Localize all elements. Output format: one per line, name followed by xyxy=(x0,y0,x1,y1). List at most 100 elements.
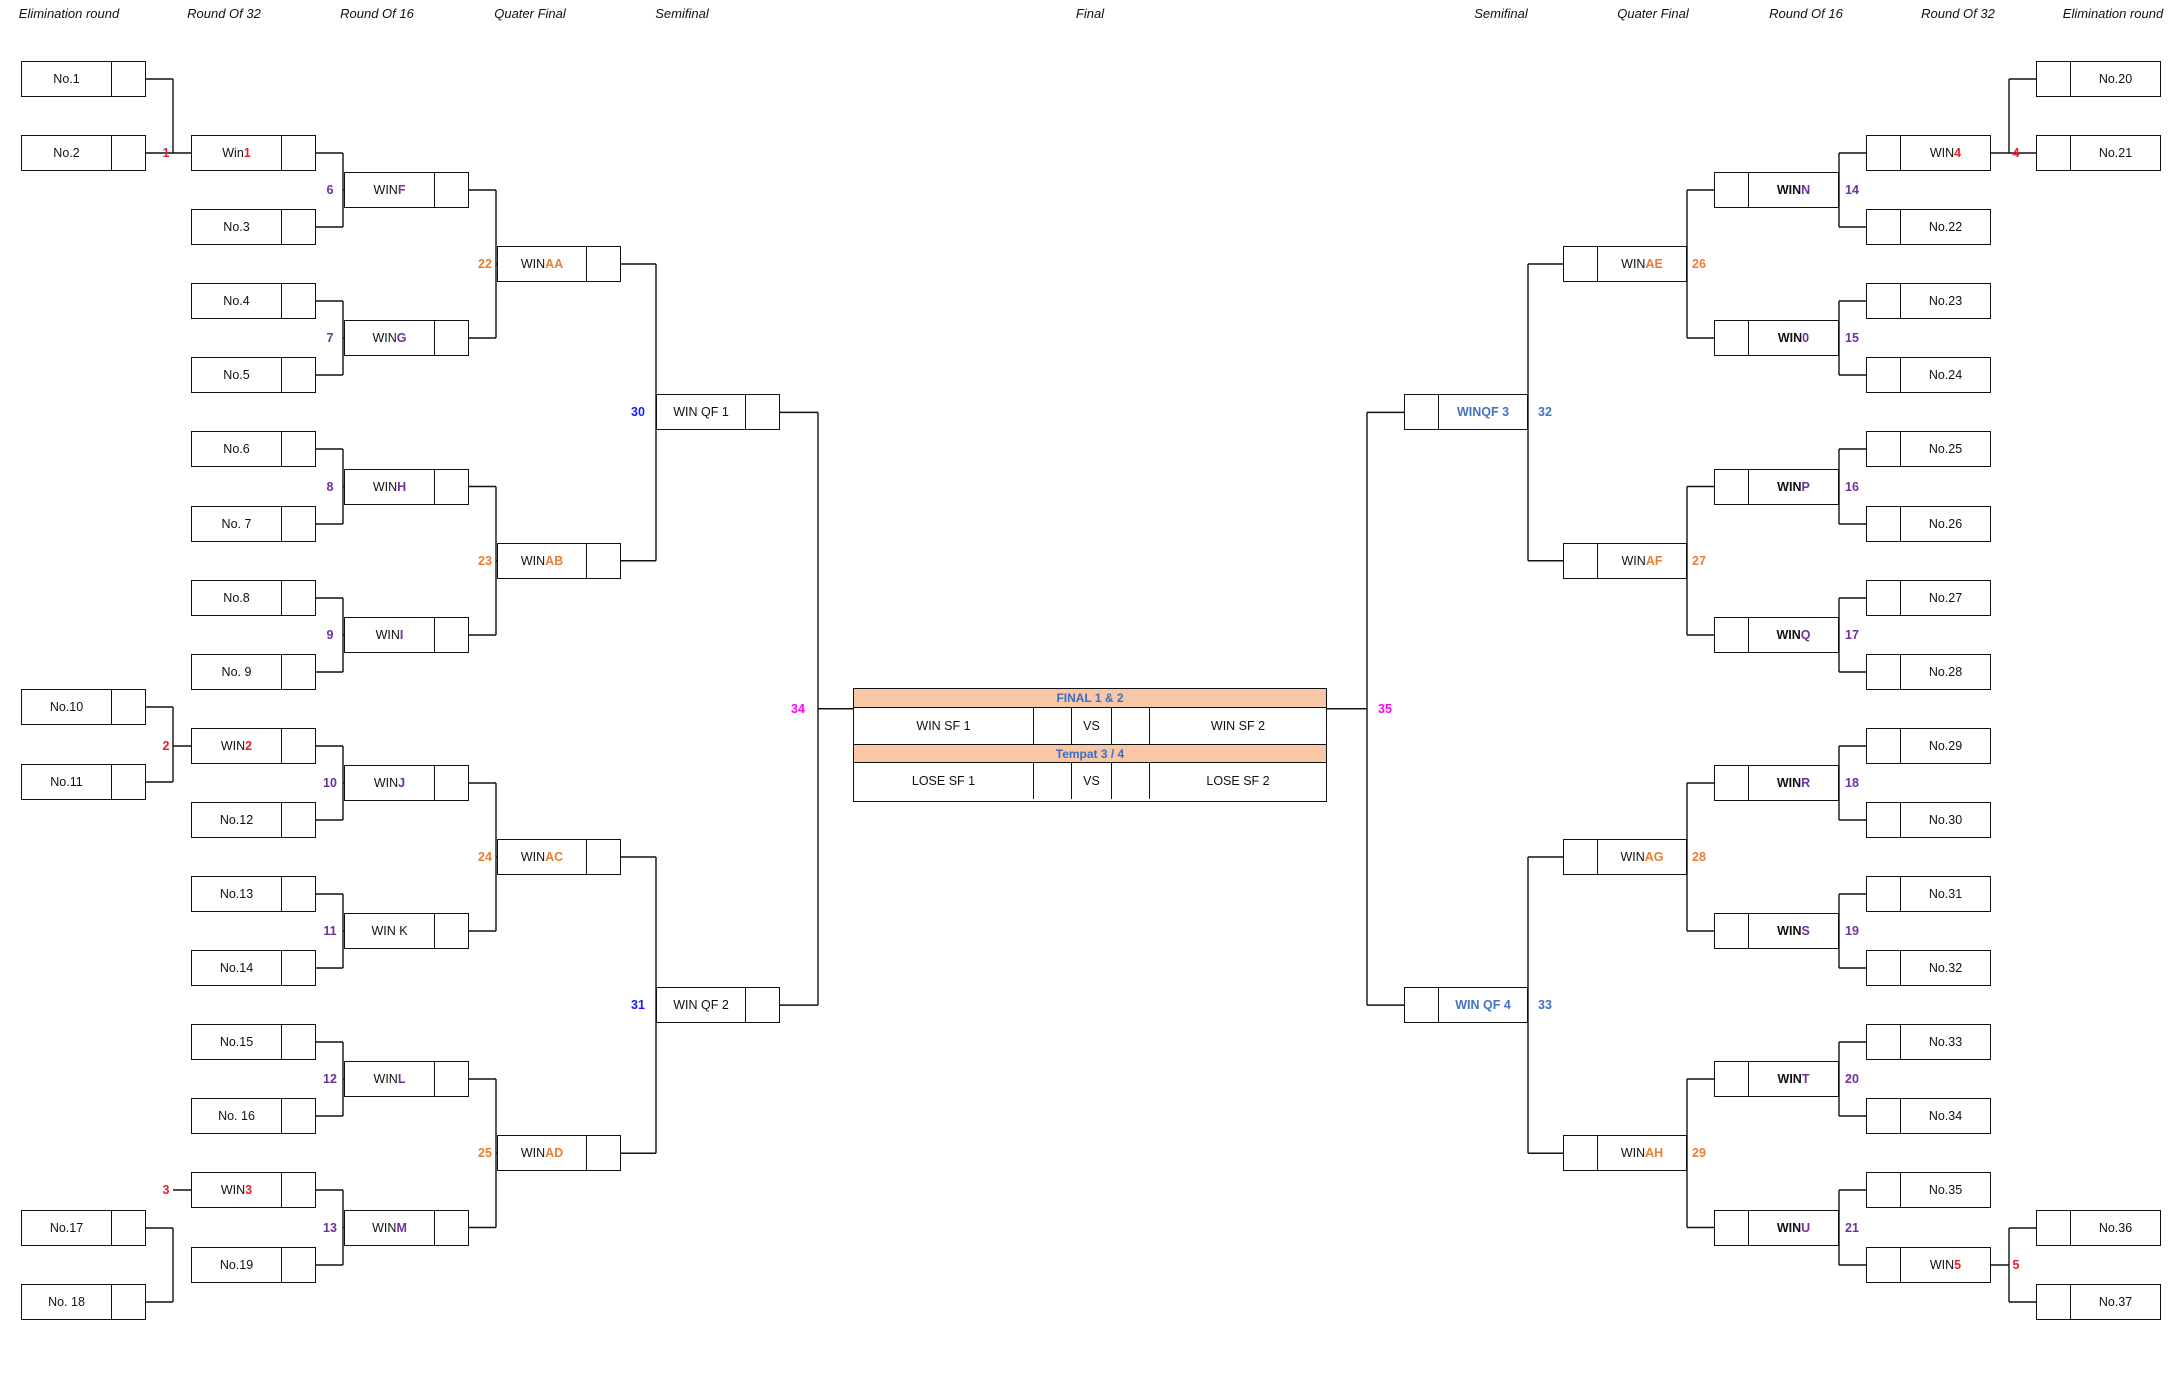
score-cell xyxy=(1715,1062,1748,1096)
team-label: WIN QF 4 xyxy=(1438,988,1527,1023)
qf-slot-right: WIN AE xyxy=(1563,246,1687,282)
team-label: No.33 xyxy=(1900,1025,1990,1059)
score-cell xyxy=(1867,803,1900,837)
team-label: WIN N xyxy=(1748,173,1838,207)
r32-slot-left: No.8 xyxy=(191,580,316,616)
score-cell xyxy=(1867,358,1900,392)
match-number: 16 xyxy=(1845,479,1859,494)
team-label: No.30 xyxy=(1900,803,1990,837)
r16-slot-left: WIN F xyxy=(344,172,469,208)
score-cell xyxy=(587,840,620,874)
score-cell xyxy=(2037,1211,2070,1245)
final-right-team: WIN SF 2 xyxy=(1210,719,1266,733)
score-cell xyxy=(1715,173,1748,207)
third-right-team: LOSE SF 2 xyxy=(1206,774,1270,788)
team-label: No.23 xyxy=(1900,284,1990,318)
team-label: No.14 xyxy=(192,951,282,985)
score-cell xyxy=(282,655,315,689)
team-label: No.8 xyxy=(192,581,282,615)
score-cell xyxy=(282,729,315,763)
score-cell xyxy=(435,618,468,652)
team-label: WIN AB xyxy=(498,543,587,578)
team-label: No.26 xyxy=(1900,507,1990,541)
match-number: 27 xyxy=(1692,553,1706,568)
team-label: WIN H xyxy=(345,469,435,504)
score-cell xyxy=(1867,1248,1900,1282)
team-label: WIN K xyxy=(345,914,435,948)
match-number: 26 xyxy=(1692,257,1706,271)
team-label: WIN M xyxy=(345,1210,435,1245)
header-sf-left: Semifinal xyxy=(655,6,709,21)
sf-slot-left: WIN QF 2 xyxy=(656,987,780,1024)
score-cell xyxy=(282,951,315,985)
r32-slot-left: No.12 xyxy=(191,802,316,838)
header-r16-left: Round Of 16 xyxy=(340,6,414,21)
score-cell xyxy=(587,1136,620,1170)
match-number: 10 xyxy=(323,776,337,790)
score-cell xyxy=(2037,1285,2070,1319)
team-label: No.10 xyxy=(22,690,112,724)
r32-slot-right: No.35 xyxy=(1866,1172,1991,1208)
score-cell xyxy=(435,321,468,355)
score-cell xyxy=(587,247,620,281)
r32-slot-right: No.25 xyxy=(1866,431,1991,467)
r16-slot-right: WIN T xyxy=(1714,1061,1839,1097)
match-number: 23 xyxy=(478,553,492,568)
score-cell xyxy=(282,136,315,170)
r16-slot-right: WIN 0 xyxy=(1714,320,1839,356)
r16-slot-right: WIN U xyxy=(1714,1209,1839,1246)
match-number: 13 xyxy=(323,1220,337,1235)
team-label: WIN P xyxy=(1748,469,1838,504)
team-label: WIN 2 xyxy=(192,729,282,763)
team-label: No.31 xyxy=(1900,877,1990,911)
r32-slot-right: No.30 xyxy=(1866,802,1991,838)
score-cell xyxy=(1867,210,1900,244)
team-label: No.2 xyxy=(22,136,112,170)
third-place-match-row: LOSE SF 1 VS LOSE SF 2 xyxy=(854,763,1326,799)
r32-slot-right: No.34 xyxy=(1866,1098,1991,1134)
final-left-team: WIN SF 1 xyxy=(854,708,1034,744)
score-cell xyxy=(282,284,315,318)
team-label: No.24 xyxy=(1900,358,1990,392)
qf-slot-right: WIN AF xyxy=(1563,542,1687,579)
team-label: No.20 xyxy=(2070,62,2160,96)
elimination-slot-left: No.1 xyxy=(21,61,146,97)
header-r16-right: Round Of 16 xyxy=(1769,6,1843,21)
third-vs: VS xyxy=(1072,763,1112,799)
match-number: 30 xyxy=(631,405,645,420)
third-right-score xyxy=(1112,763,1150,799)
qf-slot-right: WIN AH xyxy=(1563,1135,1687,1172)
team-label: No.6 xyxy=(192,432,282,466)
team-label: WIN F xyxy=(345,173,435,207)
team-label: No.37 xyxy=(2070,1285,2160,1319)
team-label: WINQF 3 xyxy=(1438,395,1527,430)
third-place-title: Tempat 3 / 4 xyxy=(854,744,1326,763)
team-label: WIN I xyxy=(345,618,435,652)
r32-slot-right: No.22 xyxy=(1866,209,1991,245)
score-cell xyxy=(435,914,468,948)
r32-slot-right: No.26 xyxy=(1866,506,1991,542)
r32-slot-right: No.32 xyxy=(1866,950,1991,986)
team-label: WIN QF 1 xyxy=(657,395,746,430)
r16-slot-left: WIN G xyxy=(344,320,469,356)
r32-slot-right: No.23 xyxy=(1866,283,1991,319)
r32-slot-left: No.19 xyxy=(191,1247,316,1283)
team-label: No.1 xyxy=(22,62,112,96)
team-label: WIN Q xyxy=(1748,618,1838,652)
final-title: FINAL 1 & 2 xyxy=(854,689,1326,708)
score-cell xyxy=(435,470,468,504)
team-label: No.22 xyxy=(1900,210,1990,244)
score-cell xyxy=(587,544,620,578)
r32-slot-left: WIN 3 xyxy=(191,1172,316,1208)
team-label: WIN 0 xyxy=(1748,321,1838,355)
elimination-slot-left: No.10 xyxy=(21,689,146,725)
score-cell xyxy=(112,765,145,799)
match-number: 28 xyxy=(1692,850,1706,864)
match-number: 31 xyxy=(631,998,645,1013)
match-number: 24 xyxy=(478,850,492,864)
score-cell xyxy=(282,1025,315,1059)
team-label: No.36 xyxy=(2070,1211,2160,1245)
match-number: 6 xyxy=(326,183,334,197)
team-label: No. 16 xyxy=(192,1099,282,1133)
